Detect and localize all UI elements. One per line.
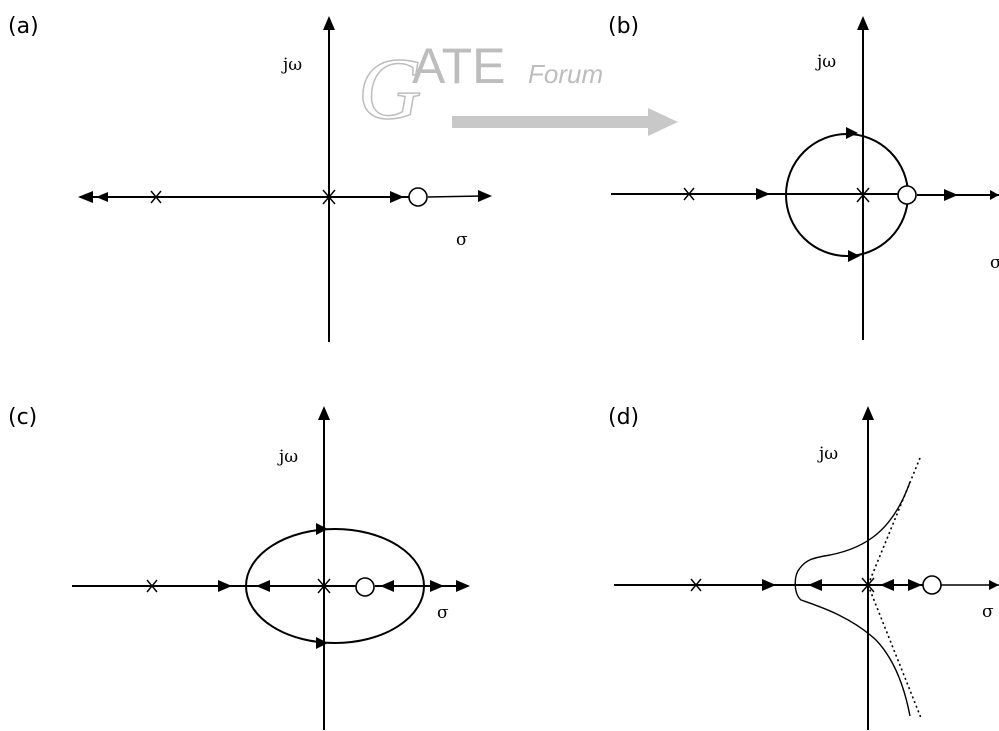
panel-d-jw-label: jω: [817, 444, 838, 464]
panel-b-sigma-label: σ: [990, 253, 999, 273]
panel-a-pole-1: [150, 190, 162, 204]
panel-d-zero-left-arrowhead: [880, 579, 894, 591]
panel-b-bottom-arrowhead: [848, 250, 860, 262]
panel-c-bottom-arrowhead: [316, 637, 328, 649]
panel-d-asymptote-upper: [867, 457, 921, 586]
panel-b-imag-arrowhead: [857, 16, 869, 30]
panel-d-lower-branch: [794, 567, 911, 717]
panel-d-zero: [922, 575, 942, 595]
panel-d-upper-branch: [799, 481, 911, 569]
panel-c-pole-2: [317, 578, 331, 594]
panel-b-pole-2: [856, 187, 870, 203]
panel-d-left-arrowhead: [762, 579, 776, 591]
panel-d-right-arrowhead: [989, 580, 999, 590]
panel-b-top-arrowhead: [846, 127, 858, 139]
panel-a-inward-arrowhead: [390, 191, 404, 203]
panel-b-jw-label: jω: [815, 52, 836, 72]
panel-c-sigma-label: σ: [437, 603, 449, 623]
panel-d-inner-arrowhead: [808, 579, 822, 591]
panel-a-imag-arrowhead: [323, 16, 335, 30]
panel-a-label: (a): [8, 14, 39, 39]
panel-c-top-arrowhead: [316, 523, 328, 535]
panel-c-inner-left-arrowhead: [256, 580, 270, 592]
panel-a-left-arrowhead: [78, 191, 93, 203]
panel-c-label: (c): [8, 405, 37, 430]
panel-d-sigma-label: σ: [982, 602, 994, 622]
panel-a-pole-2: [322, 189, 336, 205]
panel-d-pole-1: [690, 578, 702, 592]
panel-a-left-arrowhead-2: [96, 192, 108, 202]
panel-c-zero-arrowhead: [380, 580, 394, 592]
panel-c-pole-1: [146, 579, 158, 593]
panel-b-label: (b): [608, 14, 639, 39]
watermark-forum: Forum: [528, 59, 603, 89]
watermark-g: G: [358, 41, 422, 138]
panel-b-right-arrowhead-1: [944, 189, 958, 201]
panel-d-label: (d): [608, 405, 639, 430]
panel-d: (d) jω σ: [608, 405, 999, 730]
panel-b-zero: [897, 185, 917, 205]
panel-c-jw-label: jω: [277, 447, 298, 467]
panel-a-zero: [408, 187, 428, 207]
panel-c-imag-arrowhead: [318, 406, 330, 420]
gate-forum-watermark: G ATE Forum: [357, 38, 678, 139]
panel-c-right-arrowhead-2: [456, 580, 470, 592]
panel-a-jw-label: jω: [281, 55, 302, 75]
panel-d-pole-2: [861, 577, 875, 593]
watermark-arrow-icon: [452, 108, 678, 136]
panel-a-real-axis-right: [427, 195, 483, 198]
panel-d-imag-arrowhead: [862, 406, 874, 420]
panel-c-zero: [355, 577, 375, 597]
watermark-ate: ATE: [412, 38, 506, 94]
panel-c-left-arrowhead: [218, 580, 232, 592]
panel-a: (a) jω σ: [8, 14, 492, 342]
panel-c-right-arrowhead-1: [430, 580, 444, 592]
panel-d-zero-right-arrowhead: [908, 579, 922, 591]
panel-d-asymptote-lower: [867, 584, 922, 719]
panel-b-left-arrowhead: [756, 188, 770, 200]
panel-a-right-arrowhead: [478, 190, 492, 202]
panel-b: (b) jω σ: [608, 14, 999, 340]
panel-b-right-arrowhead-2: [990, 190, 999, 200]
panel-c: (c) jω σ: [8, 405, 470, 730]
panel-b-pole-1: [683, 187, 695, 201]
panel-c-ellipse-locus: [245, 528, 425, 644]
panel-a-sigma-label: σ: [456, 230, 468, 250]
